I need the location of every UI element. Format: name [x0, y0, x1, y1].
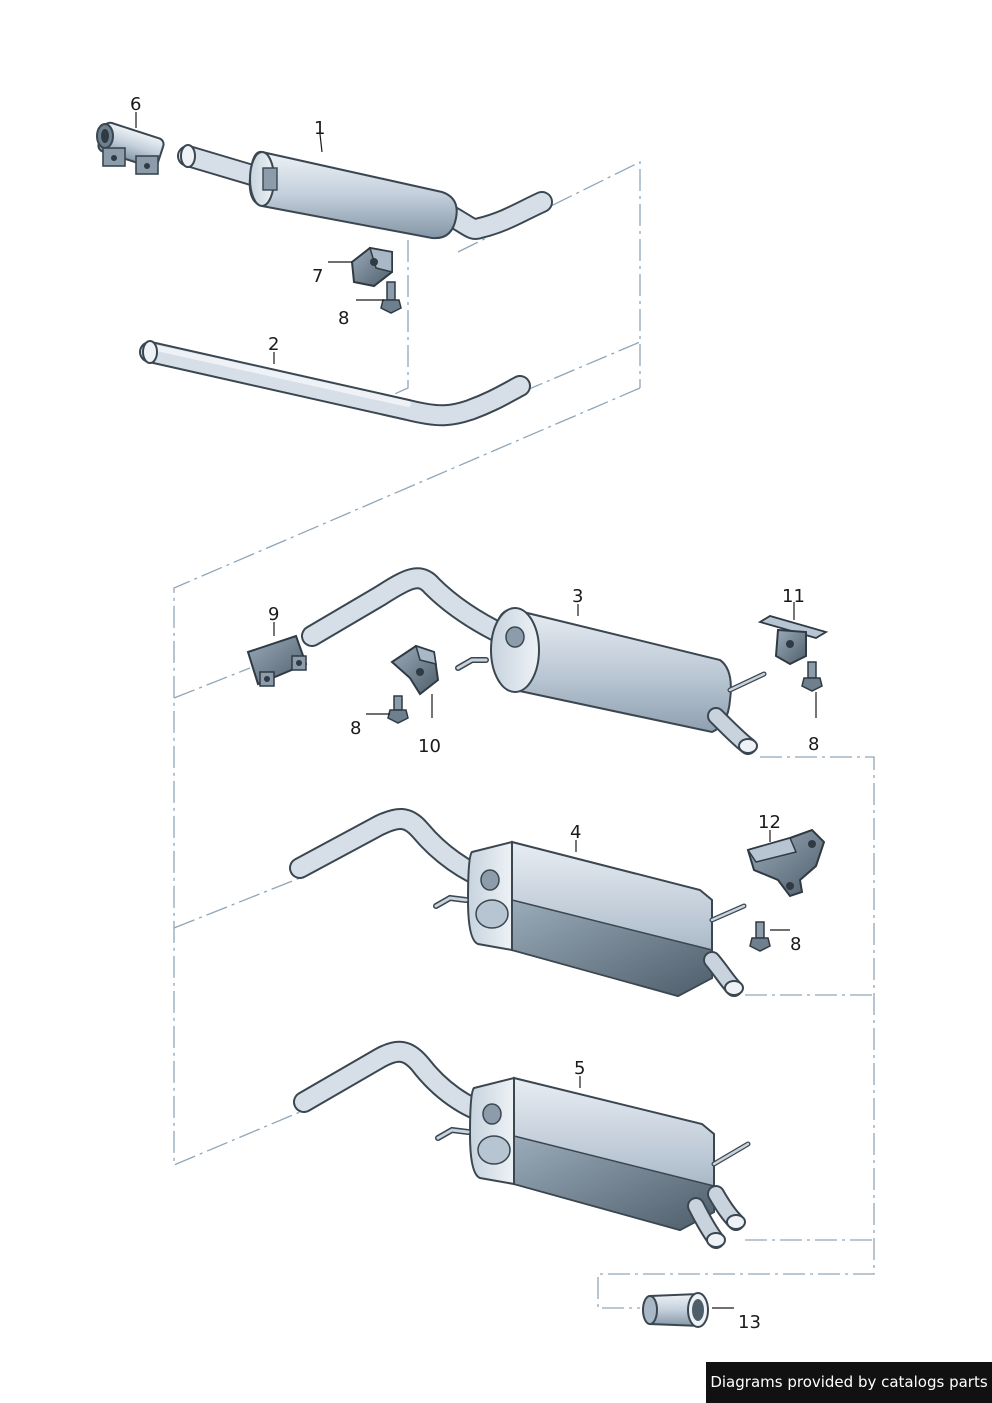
part-8-bolt-lower: [749, 921, 771, 952]
callout-3: 3: [572, 586, 583, 607]
callout-8-top: 8: [338, 308, 349, 329]
part-8-bolt-right: [801, 661, 823, 692]
callout-9: 9: [268, 604, 279, 625]
callout-8-mid-left: 8: [350, 718, 361, 739]
assembly-lines: [173, 160, 875, 1309]
callout-labels: 6 1 7 8 2 3 9 11 8 10 8 4 12 8 5 13: [130, 94, 819, 1333]
part-12-mounting-bracket: [746, 828, 826, 898]
part-8-bolt-top: [380, 281, 402, 314]
leader-lines: [135, 112, 817, 1309]
part-11-mounting-bracket: [757, 615, 829, 666]
part-4-rear-muffler-single-tip: [289, 808, 747, 998]
part-13-tailpipe-tip: [642, 1292, 709, 1328]
part-10-hanger-bracket: [390, 644, 440, 696]
part-8-bolt-mid-left: [387, 695, 409, 724]
callout-10: 10: [418, 736, 441, 757]
part-9-clamp: [246, 634, 308, 687]
callout-7: 7: [312, 266, 323, 287]
callout-2: 2: [268, 334, 279, 355]
part-3-rear-muffler: [301, 567, 767, 755]
part-7-rubber-mount: [350, 246, 393, 288]
callout-6: 6: [130, 94, 141, 115]
callout-12: 12: [758, 812, 781, 833]
callout-5: 5: [574, 1058, 585, 1079]
callout-1: 1: [314, 118, 325, 139]
callout-8-lower: 8: [790, 934, 801, 955]
callout-11: 11: [782, 586, 805, 607]
callout-8-right: 8: [808, 734, 819, 755]
part-2-intermediate-pipe: [139, 340, 531, 427]
diagram-credit-banner: Diagrams provided by catalogs parts: [706, 1362, 992, 1403]
part-5-rear-muffler-dual-tip: [293, 1040, 751, 1249]
callout-13: 13: [738, 1312, 761, 1333]
callout-4: 4: [570, 822, 581, 843]
part-6-pipe-clamp: [96, 121, 165, 175]
part-1-front-muffler: [177, 144, 553, 240]
